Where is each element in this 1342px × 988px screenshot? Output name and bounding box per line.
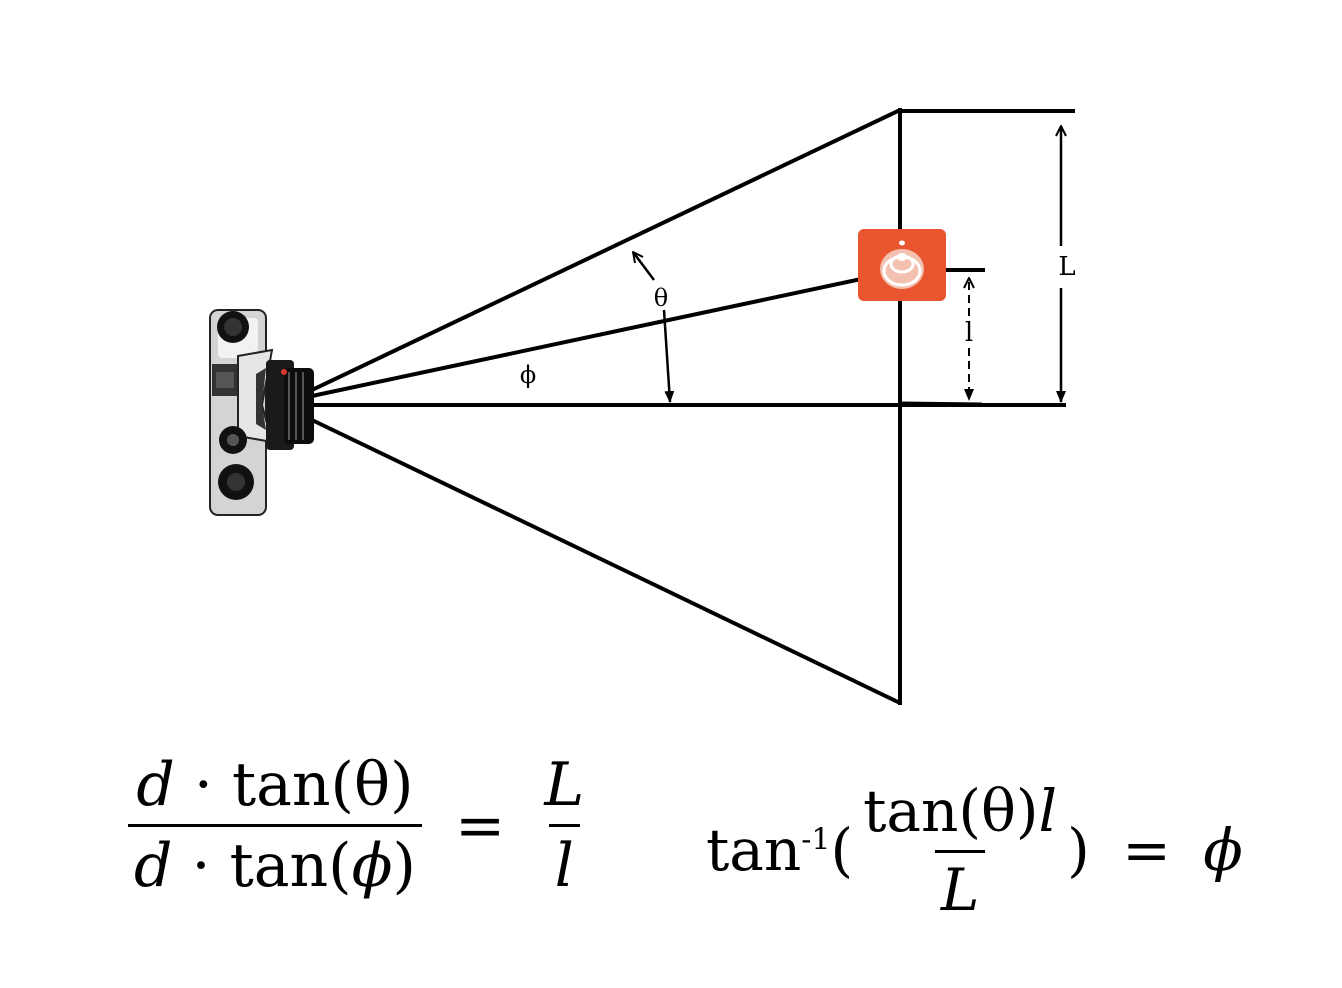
fov-lower-edge [311,418,901,705]
phi-result: ϕ [1203,816,1243,885]
target-ray [311,273,881,398]
phi-label: ϕ [520,361,536,389]
tan-theta-term: · tan(θ) [174,750,414,820]
lhs-denominator: d · tan(ϕ) [128,824,422,899]
d-var: d [136,750,175,820]
phi-symbol: ϕ [351,831,393,901]
tan-term: · tan( [172,831,352,901]
arctan-numerator: tan(θ)l [857,777,1063,850]
inverse-exponent: -1 [801,823,831,859]
tan-func: tan [706,816,802,885]
arctan-function: tan-1( [706,816,854,885]
arctan-denominator: L [934,849,986,923]
arctan-fraction: tan(θ)l L [857,777,1063,923]
traffic-cone-icon [858,229,946,301]
rhs-fraction: L l [538,752,590,899]
theta-arrow-lower [662,309,675,403]
l-bottom-line [899,401,983,406]
l-label: l [965,318,973,348]
close-paren: ) [392,831,416,901]
lhs-fraction: d · tan(θ) d · tan(ϕ) [128,752,422,899]
camera-field-of-view-diagram: L l θ ϕ [209,108,1076,705]
rhs-numerator: L [544,750,585,820]
d-var: d [134,831,173,901]
fov-upper-edge [311,108,901,392]
equals-sign: = [454,790,506,861]
camera-icon [209,309,314,516]
theta-arrow-upper [633,252,655,281]
L-label: L [1058,252,1075,282]
theta-label: θ [654,284,668,312]
l-var: l [1038,777,1058,845]
open-paren: ( [830,816,854,885]
lhs-numerator: d · tan(θ) [130,752,419,824]
rhs-denominator: l [548,824,580,899]
equation-ratio: d · tan(θ) d · tan(ϕ) = L l [128,752,590,899]
equation-phi-solution: tan-1( tan(θ)l L ) = ϕ [706,777,1243,923]
tan-theta-term: tan(θ) [863,777,1039,845]
equals-sign: = [1122,816,1171,885]
close-paren: ) [1067,816,1090,885]
